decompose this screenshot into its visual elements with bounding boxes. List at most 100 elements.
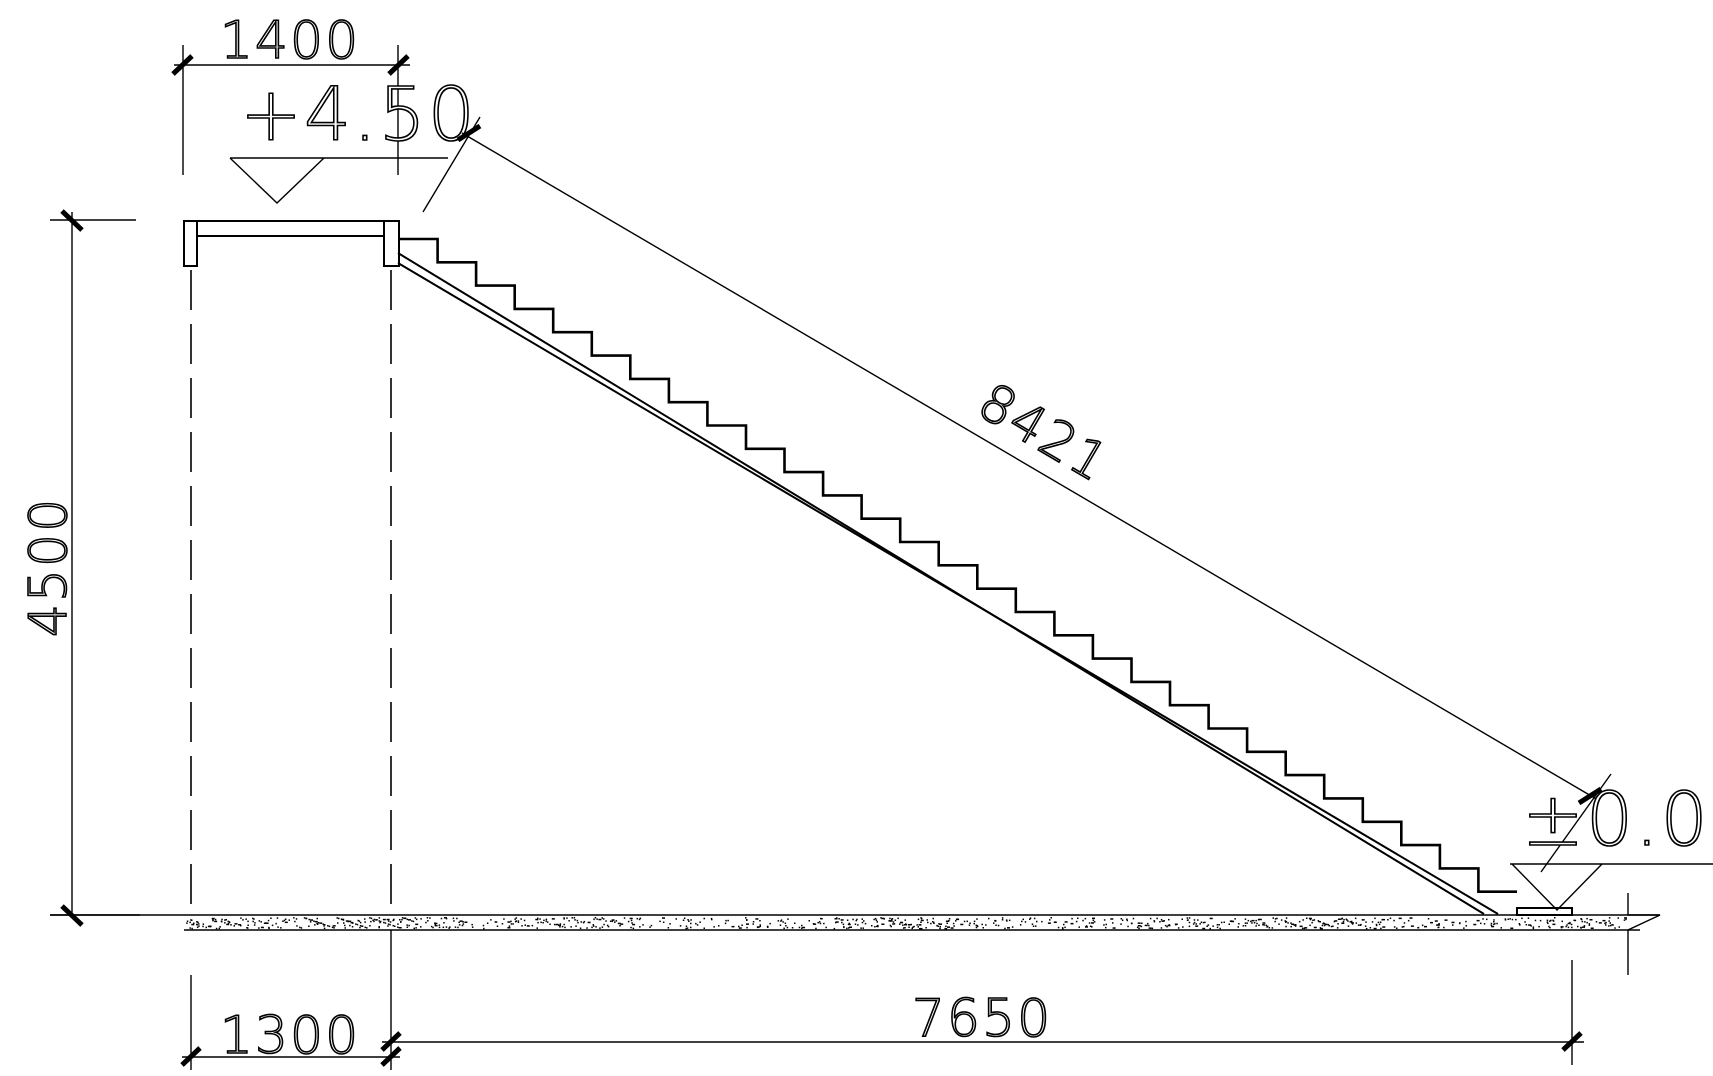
ground-speckle xyxy=(767,926,769,928)
ground-speckle xyxy=(1328,925,1330,927)
ground-speckle xyxy=(1029,917,1032,919)
ground-speckle xyxy=(197,921,199,924)
ground-speckle xyxy=(234,923,238,925)
ground-speckle xyxy=(982,927,984,929)
ground-speckle xyxy=(1549,926,1551,929)
ground-speckle xyxy=(434,922,438,925)
ground-speckle xyxy=(564,926,566,929)
ground-speckle xyxy=(1624,917,1627,919)
ground-speckle xyxy=(836,917,838,919)
ground-speckle xyxy=(283,919,286,922)
ground-speckle xyxy=(1424,925,1427,928)
ground-speckle xyxy=(1144,924,1148,927)
ground-speckle xyxy=(819,922,822,925)
ground-speckle xyxy=(752,923,754,925)
ground-speckle xyxy=(293,917,295,919)
ground-speckle xyxy=(937,925,939,927)
ground-speckle xyxy=(1350,922,1354,924)
ground-speckle xyxy=(344,924,346,927)
ground-speckle xyxy=(486,922,489,924)
ground-speckle xyxy=(1567,926,1570,929)
ground-speckle xyxy=(849,926,852,928)
ground-speckle xyxy=(1504,919,1507,921)
ground-speckle xyxy=(383,921,385,924)
ground-speckle xyxy=(380,920,382,923)
ground-speckle xyxy=(406,924,408,926)
ground-speckle xyxy=(1309,924,1311,927)
ground-speckle xyxy=(1207,924,1210,926)
ground-speckle xyxy=(1341,918,1343,920)
ground-speckle xyxy=(892,923,896,925)
ground-speckle xyxy=(294,920,296,923)
top-width-tick-left xyxy=(171,54,194,76)
ground-speckle xyxy=(545,918,548,921)
ground-speckle xyxy=(558,924,561,927)
ground-speckle xyxy=(378,926,380,929)
ground-level-triangle xyxy=(1511,863,1603,912)
ground-speckle xyxy=(873,918,875,921)
ground-speckle xyxy=(1373,927,1377,930)
ground-speckle xyxy=(1398,917,1402,920)
ground-speckle xyxy=(1148,927,1152,929)
ground-speckle xyxy=(1496,922,1498,925)
ground-speckle xyxy=(1195,925,1199,927)
ground-speckle xyxy=(969,922,971,924)
ground-speckle xyxy=(602,918,605,920)
ground-speckle xyxy=(323,925,325,927)
ground-speckle xyxy=(1255,919,1257,922)
ground-speckle xyxy=(303,917,306,919)
ground-speckle xyxy=(848,927,850,929)
ground-speckle xyxy=(225,919,227,921)
ground-speckle xyxy=(190,919,192,921)
ground-speckle xyxy=(1006,920,1008,922)
ground-speckle xyxy=(510,923,513,925)
ground-speckle xyxy=(349,924,351,927)
ground-speckle xyxy=(997,924,1000,927)
ground-speckle xyxy=(757,926,759,929)
ground-speckle xyxy=(1285,921,1287,923)
ground-speckle xyxy=(1258,918,1262,921)
ground-speckle xyxy=(1294,925,1297,927)
ground-speckle xyxy=(358,920,361,922)
ground-speckle xyxy=(1525,924,1528,926)
ground-speckle xyxy=(573,917,576,919)
ground-speckle xyxy=(555,923,559,926)
ground-speckle xyxy=(904,927,906,929)
ground-speckle xyxy=(1511,918,1514,921)
ground-speckle xyxy=(1084,917,1087,920)
ground-speckle xyxy=(443,922,445,924)
ground-speckle xyxy=(939,927,941,930)
ground-speckle xyxy=(785,925,787,927)
ground-speckle xyxy=(364,926,366,929)
ground-speckle xyxy=(1364,925,1367,927)
ground-speckle xyxy=(1212,925,1214,927)
ground-speckle xyxy=(1434,920,1438,922)
ground-speckle xyxy=(710,917,713,920)
ground-speckle xyxy=(1148,924,1150,927)
ground-speckle xyxy=(1306,917,1308,919)
ground-speckle xyxy=(1274,918,1277,920)
ground-speckle xyxy=(784,922,787,924)
ground-speckle xyxy=(1265,924,1267,927)
ground-speckle xyxy=(1284,920,1286,922)
ground-speckle xyxy=(1336,927,1339,929)
ground-speckle xyxy=(202,925,204,928)
ground-speckle xyxy=(1403,922,1406,924)
ground-speckle xyxy=(1251,919,1255,922)
ground-speckle xyxy=(902,927,905,929)
ground-speckle xyxy=(638,918,641,921)
ground-speckle xyxy=(189,927,191,929)
ground-speckle xyxy=(1181,918,1183,920)
ground-speckle xyxy=(960,923,964,926)
ground-speckle xyxy=(1330,925,1333,928)
ground-speckle xyxy=(1188,925,1191,928)
ground-speckle xyxy=(1582,926,1585,928)
ground-speckle xyxy=(1493,923,1495,926)
ground-speckle xyxy=(238,924,242,926)
ground-speckle xyxy=(401,917,404,919)
ground-speckle xyxy=(372,919,374,921)
ground-speckle xyxy=(517,920,520,922)
ground-speckle xyxy=(268,927,270,930)
ground-speckle xyxy=(1120,923,1122,925)
ground-speckle xyxy=(515,917,518,919)
